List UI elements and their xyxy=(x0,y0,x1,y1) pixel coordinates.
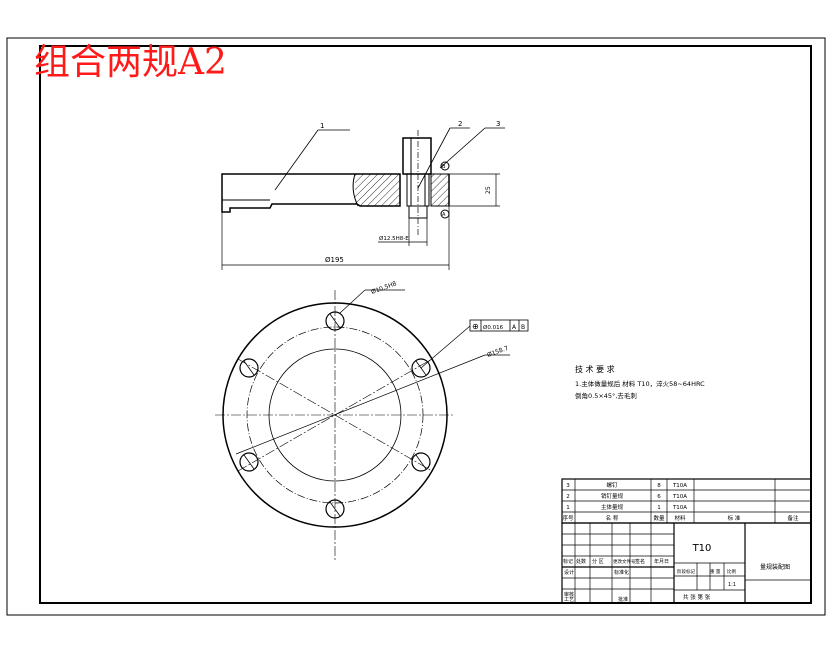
parts-header-name: 名 称 xyxy=(606,514,619,522)
label-process: 工艺 xyxy=(564,597,574,603)
label-approve: 批准 xyxy=(618,596,628,603)
label-scale: 比例 xyxy=(727,568,736,575)
part-qty: 1 xyxy=(657,505,661,511)
outer-border xyxy=(6,37,826,616)
pin-head xyxy=(402,137,432,175)
label-date: 年月日 xyxy=(654,558,669,565)
section-view xyxy=(221,127,505,270)
label-stage: 阶段标记 xyxy=(677,568,695,575)
fcf-datum-a: A xyxy=(512,324,517,331)
label-sheets: 共 张 第 张 xyxy=(683,593,711,601)
bolt-hole xyxy=(239,358,259,378)
parts-header-material: 材料 xyxy=(674,514,686,522)
datum-a-label: A xyxy=(442,212,446,218)
fcf-position-symbol: ⊕ xyxy=(472,322,479,331)
bolt-hole xyxy=(411,358,431,378)
label-change-doc: 更改文件号 xyxy=(613,558,636,565)
dim-outer-diameter: Ø195 xyxy=(325,256,344,264)
part-qty: 8 xyxy=(657,483,661,489)
bolt-hole xyxy=(325,311,345,331)
balloon-3: 3 xyxy=(496,120,500,128)
part-no: 1 xyxy=(566,505,570,511)
title-material: T10 xyxy=(692,543,712,554)
scale-value: 1:1 xyxy=(728,582,736,588)
dim-pitch-circle: Ø158.7 xyxy=(486,345,509,359)
bolt-hole xyxy=(411,452,431,472)
datum-b-label: B xyxy=(442,164,446,170)
label-designer: 设计 xyxy=(564,569,574,576)
part-no: 3 xyxy=(566,483,570,489)
part-name: 螺钉 xyxy=(606,481,618,489)
label-standardize: 标准化 xyxy=(614,569,629,576)
part-material: T10A xyxy=(672,483,687,489)
part-name: 主体量规 xyxy=(601,503,624,511)
part-material: T10A xyxy=(672,494,687,500)
balloon-1: 1 xyxy=(320,122,324,130)
part-material: T10A xyxy=(672,505,687,511)
dim-height: 25 xyxy=(485,186,492,194)
part-name: 销钉量规 xyxy=(601,492,624,500)
balloon-2: 2 xyxy=(458,120,462,128)
label-count: 处数 xyxy=(576,558,586,565)
label-sign: 签名 xyxy=(635,558,645,565)
tech-req-line-1: 1.主体做量规后 材料 T10，淬火58~64HRC xyxy=(575,379,705,388)
drawing-frame xyxy=(39,45,812,604)
label-check: 审核 xyxy=(564,591,574,598)
parts-header-no: 序号 xyxy=(562,514,574,522)
drawing-name: 量规装配图 xyxy=(760,563,790,571)
fcf-tolerance: Ø0.016 xyxy=(483,324,504,331)
parts-header-standard: 标 准 xyxy=(728,514,741,522)
label-zone: 分 区 xyxy=(592,558,604,565)
bolt-hole xyxy=(325,499,345,519)
fcf-datum-b: B xyxy=(521,324,525,331)
part-qty: 6 xyxy=(657,494,661,500)
parts-header-qty: 数量 xyxy=(653,514,665,522)
bolt-hole xyxy=(239,452,259,472)
label-weight: 重 量 xyxy=(710,568,721,575)
tech-req-line-2: 倒角0.5×45°,去毛刺 xyxy=(575,391,637,400)
part-no: 2 xyxy=(566,494,570,500)
dim-bolt-hole: Ø10.5H8 xyxy=(370,280,397,296)
label-mark: 标记 xyxy=(563,558,573,565)
bolt-holes xyxy=(239,311,431,519)
title-block xyxy=(561,522,812,604)
parts-header-note: 备注 xyxy=(787,514,799,522)
plan-view xyxy=(215,289,529,560)
technical-requirements: 技 术 要 求 1.主体做量规后 材料 T10，淬火58~64HRC 倒角0.5… xyxy=(575,364,705,400)
feature-control-frame xyxy=(469,319,529,332)
stamp-title: 组合两规A2 xyxy=(34,42,227,83)
tech-req-title: 技 术 要 求 xyxy=(575,364,615,374)
dim-pin-hole: Ø12.5H8-E xyxy=(379,235,409,242)
